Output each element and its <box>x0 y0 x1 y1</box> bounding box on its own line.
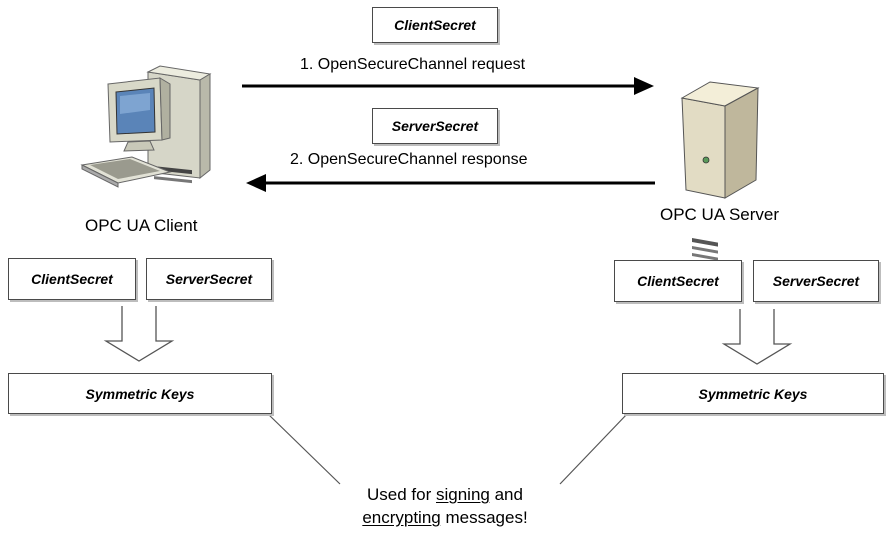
signing-word: signing <box>436 485 490 504</box>
tower-server-icon <box>680 81 760 261</box>
client-symmetric-keys-label: Symmetric Keys <box>85 385 195 402</box>
server-label: OPC UA Server <box>660 205 780 224</box>
server-symmetric-keys-label: Symmetric Keys <box>698 385 808 402</box>
server-side-client-secret: ClientSecret <box>614 260 742 302</box>
response-payload-box: ServerSecret <box>372 108 498 144</box>
usage-note: Used for signing and encrypting messages… <box>315 483 575 529</box>
client-derive-arrow <box>103 306 175 362</box>
response-arrow <box>246 174 655 192</box>
usage-note-line1: Used for signing and <box>367 485 523 504</box>
server-side-server-secret-label: ServerSecret <box>772 273 860 289</box>
client-symmetric-keys-box: Symmetric Keys <box>8 373 272 414</box>
desktop-computer-icon <box>80 65 212 188</box>
client-label: OPC UA Client <box>85 216 198 235</box>
request-payload-box: ClientSecret <box>372 7 498 43</box>
server-note-line <box>559 412 629 485</box>
server-symmetric-keys-box: Symmetric Keys <box>622 373 884 414</box>
request-payload-label: ClientSecret <box>394 17 476 33</box>
client-side-server-secret-label: ServerSecret <box>165 271 253 287</box>
request-arrow <box>242 77 654 95</box>
request-message-label: 1. OpenSecureChannel request <box>300 56 526 73</box>
encrypting-word: encrypting <box>362 508 441 527</box>
response-payload-label: ServerSecret <box>391 118 479 134</box>
server-side-client-secret-label: ClientSecret <box>637 273 719 289</box>
server-derive-arrow <box>721 309 793 365</box>
client-note-line <box>266 412 341 485</box>
client-side-server-secret: ServerSecret <box>146 258 272 300</box>
usage-note-line2: encrypting messages! <box>362 508 528 527</box>
server-side-server-secret: ServerSecret <box>753 260 879 302</box>
client-side-client-secret: ClientSecret <box>8 258 136 300</box>
response-message-label: 2. OpenSecureChannel response <box>290 151 528 168</box>
client-side-client-secret-label: ClientSecret <box>31 271 113 287</box>
